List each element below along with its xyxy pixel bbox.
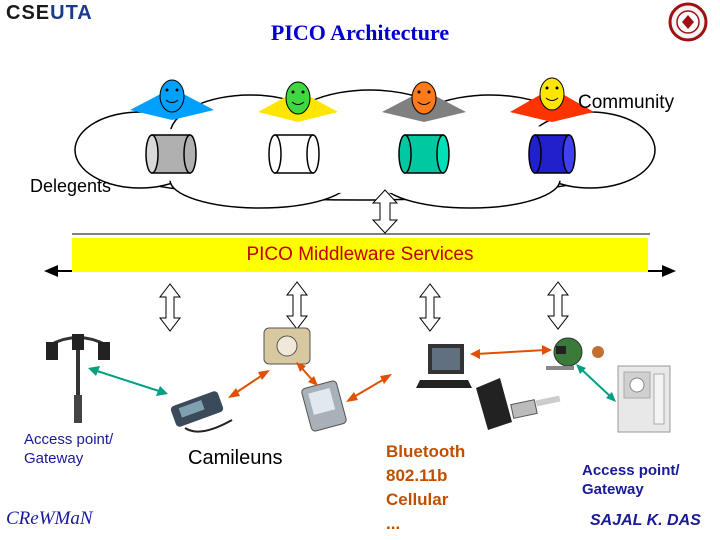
author-footer: SAJAL K. DAS: [590, 512, 701, 529]
connection-arrow-left: [88, 366, 168, 396]
crewman-footer: CReWMaN: [6, 508, 93, 529]
access-point-right-line1: Access point/: [582, 462, 680, 479]
access-point-right-line2: Gateway: [582, 481, 644, 498]
university-seal-icon: [668, 2, 708, 42]
logo-cse: CSE: [6, 2, 51, 24]
connection-arrow-right: [576, 364, 616, 402]
vertical-arrow-1: [158, 283, 182, 332]
access-point-left-line2: Gateway: [24, 450, 84, 467]
vertical-arrow-3: [418, 283, 442, 332]
access-point-left-line1: Access point/: [24, 431, 114, 448]
network-bluetooth: Bluetooth: [386, 442, 466, 461]
network-80211b: 802.11b: [386, 466, 448, 485]
delegent-icon-1: [145, 134, 197, 174]
connection-arrow-sensor: [470, 345, 552, 359]
watch-icon: [510, 395, 561, 419]
delegent-icon-3: [398, 134, 450, 174]
delegent-icon-2: [268, 134, 320, 174]
vertical-arrow-4: [546, 281, 570, 330]
pda-icon: [301, 380, 347, 432]
access-point-left-label: Access point/ Gateway: [24, 430, 113, 468]
cloud-middleware-arrow: [371, 189, 399, 234]
sensor-board-icon: [546, 337, 604, 370]
community-label: Community: [578, 92, 675, 113]
appliance-icon: [617, 365, 671, 433]
connection-arrow-camileuns-1: [228, 370, 270, 398]
delegents-label: Delegents: [30, 176, 112, 196]
access-point-right-label: Access point/ Gateway: [582, 461, 680, 499]
network-cellular: Cellular: [386, 490, 449, 509]
camileuns-label: Camileuns: [188, 447, 283, 469]
connection-arrow-camileuns-3: [346, 374, 392, 402]
networks-label: Bluetooth 802.11b Cellular ...: [386, 440, 465, 536]
middleware-box: [72, 238, 648, 272]
person-icon-1: [130, 79, 214, 120]
person-icon-3: [382, 81, 466, 122]
handheld-device-icon: [476, 378, 512, 430]
middleware-label: PICO Middleware Services: [246, 244, 474, 265]
connection-arrow-camileuns-2: [296, 362, 318, 386]
network-ellipsis: ...: [386, 514, 401, 533]
person-icon-2: [258, 81, 338, 122]
wearable-device-icon: [263, 327, 311, 365]
cse-uta-logo: CSEUTA: [6, 2, 93, 25]
page-title: PICO Architecture: [270, 20, 450, 45]
phone-pda-icon: [170, 391, 233, 433]
delegent-icon-4: [528, 134, 576, 174]
access-point-lamp-icon: [46, 334, 110, 423]
computer-icon: [416, 344, 472, 388]
logo-uta: UTA: [50, 2, 93, 24]
person-icon-4: [510, 77, 594, 122]
vertical-arrow-2: [285, 281, 309, 330]
